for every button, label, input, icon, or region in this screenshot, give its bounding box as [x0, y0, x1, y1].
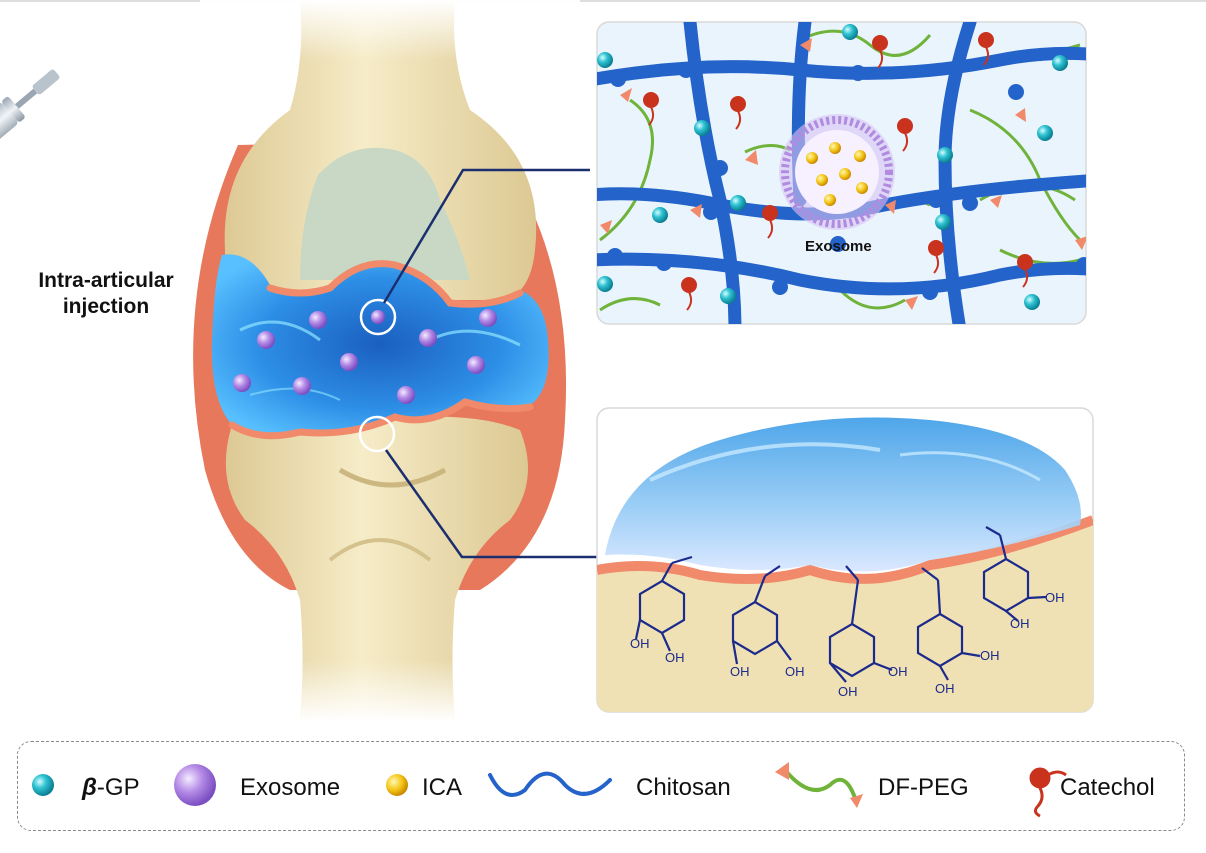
adhesion-inset	[596, 407, 1094, 713]
syringe-icon	[0, 69, 60, 205]
beta-gp-spheres	[597, 24, 1068, 310]
hydroxyl-label: OH	[980, 648, 1000, 663]
legend-beta-gp-icon	[32, 774, 54, 796]
knee-joint	[193, 0, 580, 722]
legend-catechol-icon	[1029, 767, 1067, 818]
legend-item-beta-gp: β-GP	[82, 766, 140, 810]
injection-label: Intra-articular injection	[20, 268, 192, 320]
hydroxyl-label: OH	[1045, 590, 1065, 605]
injection-label-line1: Intra-articular	[38, 269, 174, 292]
inset-exosome-label: Exosome	[805, 238, 872, 255]
legend-ica-label: ICA	[422, 774, 463, 801]
legend-item-exosome: Exosome	[240, 766, 340, 810]
legend-chitosan-icon	[488, 771, 612, 797]
inset-exosome	[779, 114, 895, 230]
hydroxyl-label: OH	[665, 650, 685, 665]
catechol-groups	[643, 32, 1033, 311]
legend-item-df-peg: DF-PEG	[878, 766, 969, 810]
zoom-circle-top	[359, 298, 397, 336]
hydroxyl-label: OH	[935, 681, 955, 696]
hydroxyl-label: OH	[838, 684, 858, 699]
legend-chitosan-label: Chitosan	[636, 774, 731, 801]
hydroxyl-label: OH	[730, 664, 750, 679]
legend-box: β-GP Exosome ICA Chitosan DF-PEG Catecho…	[17, 741, 1185, 831]
legend-item-ica: ICA	[422, 766, 462, 810]
legend-df-peg-label: DF-PEG	[878, 774, 969, 801]
legend-df-peg-icon	[783, 768, 857, 799]
legend-ica-icon	[386, 774, 408, 796]
legend-item-chitosan: Chitosan	[636, 766, 731, 810]
hydroxyl-label: OH	[630, 636, 650, 651]
network-inset	[596, 21, 1087, 325]
connector-top	[382, 168, 590, 304]
legend-exosome-icon	[174, 764, 216, 806]
tibia-bone	[225, 416, 528, 720]
legend-exosome-label: Exosome	[240, 774, 341, 801]
legend-icons	[32, 762, 1067, 818]
catechol-structures	[634, 526, 1047, 683]
legend-catechol-label: Catechol	[1060, 774, 1155, 801]
legend-beta-symbol: β	[82, 774, 97, 801]
legend-beta-gp-label: -GP	[96, 774, 140, 801]
injection-label-line2: injection	[62, 295, 150, 318]
joint-exosomes	[233, 309, 497, 404]
hydroxyl-label: OH	[888, 664, 908, 679]
hydroxyl-label: OH	[785, 664, 805, 679]
zoom-circle-bottom	[358, 415, 396, 453]
hydroxyl-label: OH	[1010, 616, 1030, 631]
femur-cartilage	[300, 147, 470, 280]
legend-item-catechol: Catechol	[1060, 766, 1155, 810]
connector-bottom	[384, 449, 600, 559]
